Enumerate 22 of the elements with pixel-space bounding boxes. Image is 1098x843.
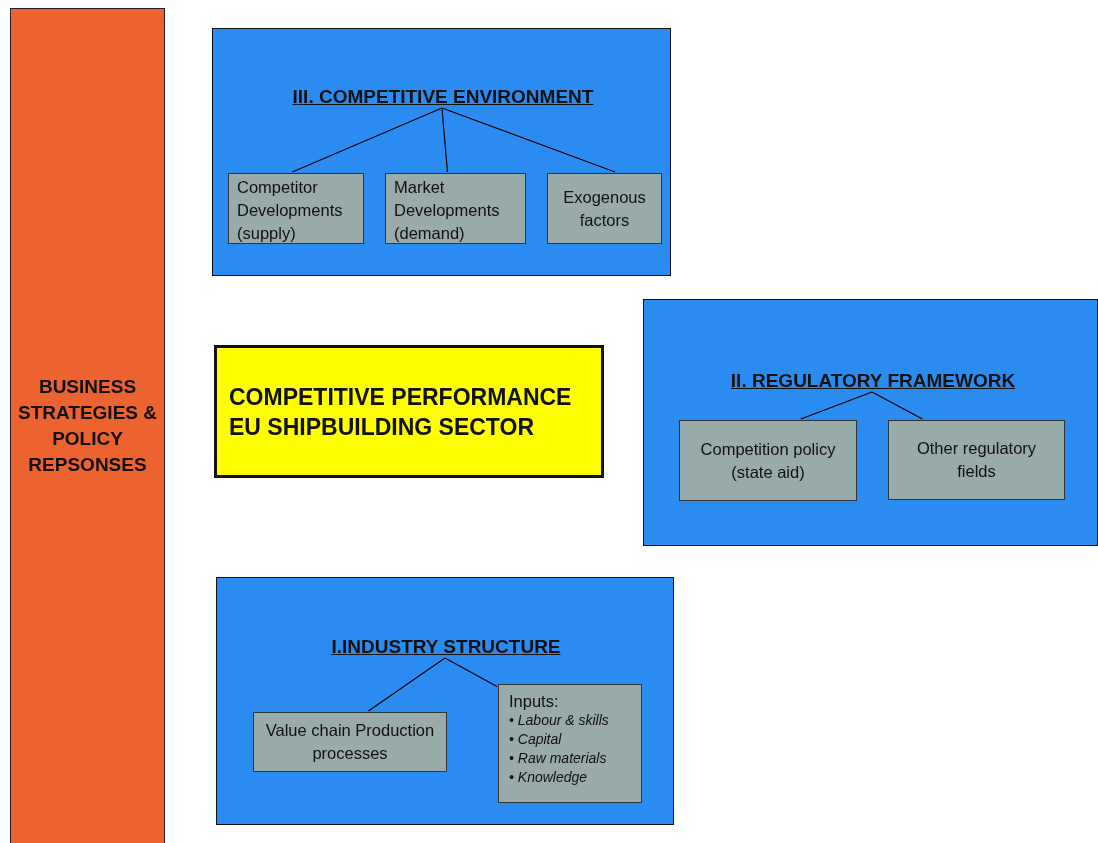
panel-background bbox=[643, 299, 1098, 546]
connector-line bbox=[800, 391, 873, 420]
factor-box: Value chain Production processes bbox=[253, 712, 447, 772]
inputs-box: Inputs: • Labour & skills • Capital • Raw materials • Knowledge bbox=[498, 684, 642, 803]
connector-line bbox=[367, 657, 446, 712]
section-heading: II. REGULATORY FRAMEWORK bbox=[707, 370, 1039, 393]
central-box: COMPETITIVE PERFORMANCE EU SHIPBUILDING SECTOR bbox=[214, 345, 604, 478]
section-heading: III. COMPETITIVE ENVIRONMENT bbox=[269, 86, 617, 109]
panel-background bbox=[212, 28, 671, 276]
factor-box: Market Developments (demand) bbox=[385, 173, 526, 244]
connector-line bbox=[441, 107, 449, 173]
connector-line bbox=[871, 391, 923, 420]
panel-background bbox=[216, 577, 674, 825]
factor-box: Competition policy (state aid) bbox=[679, 420, 857, 501]
factor-box: Other regulatory fields bbox=[888, 420, 1065, 500]
connector-line bbox=[444, 657, 498, 688]
factor-box: Competitor Developments (supply) bbox=[228, 173, 364, 244]
connector-line bbox=[441, 107, 616, 173]
connector-line bbox=[291, 107, 443, 173]
factor-box: Exogenous factors bbox=[547, 173, 662, 244]
side-bar: BUSINESS STRATEGIES & POLICY REPSONSES bbox=[10, 8, 165, 843]
section-heading: I.INDUSTRY STRUCTURE bbox=[313, 636, 579, 659]
